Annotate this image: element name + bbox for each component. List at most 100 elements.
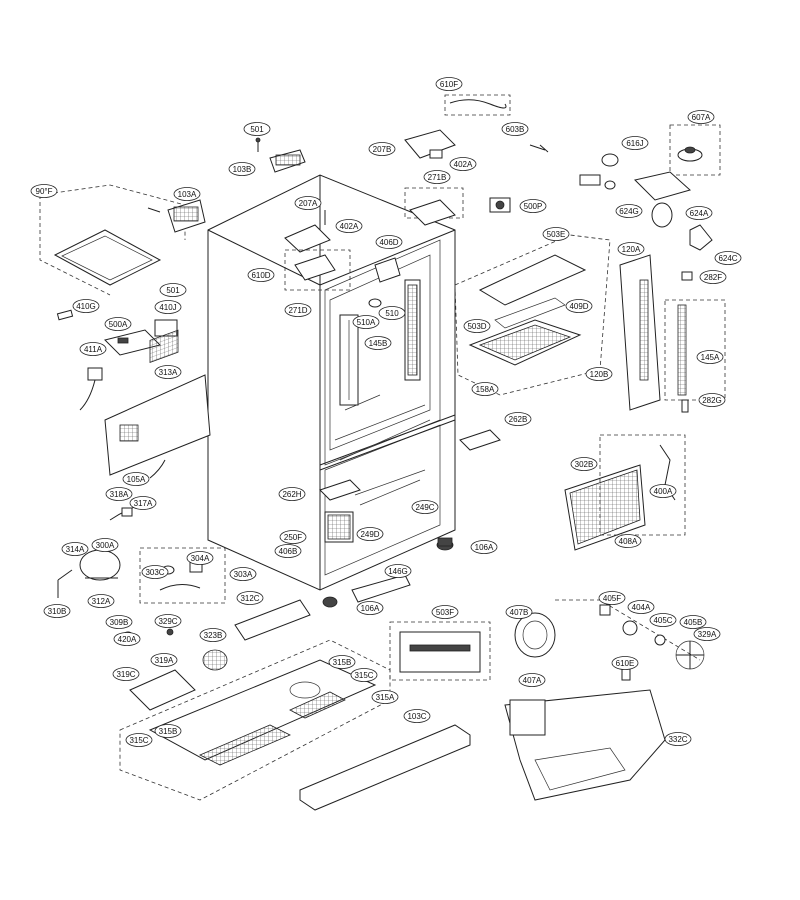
- label-text: 315C: [354, 671, 373, 680]
- label-bubble: [328, 655, 356, 669]
- label-text: 300A: [96, 541, 115, 550]
- part-label-282f: 282F: [699, 270, 727, 284]
- part-label-503e: 503E: [542, 227, 570, 241]
- label-text: 282F: [704, 273, 722, 282]
- label-text: 503F: [436, 608, 454, 617]
- label-bubble: [30, 184, 58, 198]
- duct-120A: [619, 254, 661, 411]
- label-text: 624G: [619, 207, 639, 216]
- label-text: 323B: [204, 631, 223, 640]
- label-bubble: [356, 601, 384, 615]
- label-text: 304A: [191, 554, 210, 563]
- label-bubble: [679, 615, 707, 629]
- roller-146G: [351, 574, 411, 603]
- leveling-leg-106A-right: [436, 537, 454, 551]
- label-bubble: [150, 653, 178, 667]
- label-text: 332C: [668, 735, 687, 744]
- label-text: 329A: [698, 630, 717, 639]
- label-bubble: [435, 77, 463, 91]
- label-bubble: [125, 733, 153, 747]
- label-text: 500A: [109, 320, 128, 329]
- label-bubble: [649, 484, 677, 498]
- label-text: 249D: [360, 530, 379, 539]
- part-label-402a-mid: 402A: [335, 219, 363, 233]
- label-bubble: [371, 690, 399, 704]
- label-bubble: [364, 336, 392, 350]
- label-bubble: [294, 196, 322, 210]
- part-label-105a: 105A: [122, 472, 150, 486]
- label-bubble: [615, 204, 643, 218]
- part-label-402a-top: 402A: [449, 157, 477, 171]
- label-bubble: [687, 110, 715, 124]
- label-text: 400A: [654, 487, 673, 496]
- label-text: 303C: [145, 568, 164, 577]
- label-bubble: [352, 315, 380, 329]
- label-bubble: [274, 544, 302, 558]
- label-bubble: [585, 367, 613, 381]
- label-text: 610E: [616, 659, 635, 668]
- label-bubble: [378, 306, 406, 320]
- duct-145A: [664, 299, 726, 401]
- label-bubble: [403, 709, 431, 723]
- top-hinge-cable-610F: [444, 94, 511, 116]
- part-label-103a: 103A: [173, 187, 201, 201]
- part-label-503d: 503D: [463, 319, 491, 333]
- label-bubble: [43, 604, 71, 618]
- duct-145B: [404, 279, 421, 381]
- water-filter-cap-607A: [669, 124, 721, 176]
- label-text: 406D: [379, 238, 398, 247]
- label-bubble: [627, 600, 655, 614]
- part-label-250f: 250F: [279, 530, 307, 544]
- label-text: 313A: [159, 368, 178, 377]
- part-label-310b: 310B: [43, 604, 71, 618]
- part-label-329a: 329A: [693, 627, 721, 641]
- label-text: 624A: [690, 209, 709, 218]
- drain-pan-312C: [234, 599, 311, 641]
- label-text: 120A: [622, 245, 641, 254]
- label-text: 500P: [524, 202, 543, 211]
- evaporator-cover-503E: [454, 234, 611, 396]
- label-text: 315B: [333, 658, 352, 667]
- part-label-106a-left: 106A: [356, 601, 384, 615]
- label-bubble: [87, 594, 115, 608]
- part-label-610d: 610D: [247, 268, 275, 282]
- sensor-510: [368, 298, 382, 308]
- label-text: 250F: [284, 533, 302, 542]
- hose-105A: [149, 459, 166, 479]
- part-label-405f: 405F: [598, 591, 626, 605]
- clip-282F: [681, 271, 693, 281]
- label-bubble: [518, 673, 546, 687]
- lamp-406D: [374, 257, 401, 283]
- part-label-262b: 262B: [504, 412, 532, 426]
- part-label-262h: 262H: [278, 487, 306, 501]
- label-bubble: [368, 142, 396, 156]
- part-label-317a: 317A: [129, 496, 157, 510]
- label-text: 302B: [575, 460, 594, 469]
- label-bubble: [236, 591, 264, 605]
- part-label-300a: 300A: [91, 538, 119, 552]
- water-valve-616J: [579, 153, 619, 190]
- duct-510A: [339, 314, 359, 406]
- label-bubble: [621, 136, 649, 150]
- part-label-146g: 146G: [384, 564, 412, 578]
- label-bubble: [335, 219, 363, 233]
- part-label-411a: 411A: [79, 342, 107, 356]
- part-label-145b: 145B: [364, 336, 392, 350]
- label-text: 410G: [76, 302, 96, 311]
- part-label-409d: 409D: [565, 299, 593, 313]
- part-label-407a: 407A: [518, 673, 546, 687]
- label-text: 90°F: [36, 187, 53, 196]
- label-text: 315B: [159, 727, 178, 736]
- label-text: 501: [250, 125, 264, 134]
- label-bubble: [284, 303, 312, 317]
- label-text: 310B: [48, 607, 67, 616]
- part-label-405c: 405C: [649, 613, 677, 627]
- label-text: 103B: [233, 165, 252, 174]
- display-bracket-103B: [269, 149, 306, 173]
- part-label-500p: 500P: [519, 199, 547, 213]
- label-bubble: [504, 412, 532, 426]
- label-bubble: [79, 342, 107, 356]
- power-cord-411A: [79, 367, 103, 411]
